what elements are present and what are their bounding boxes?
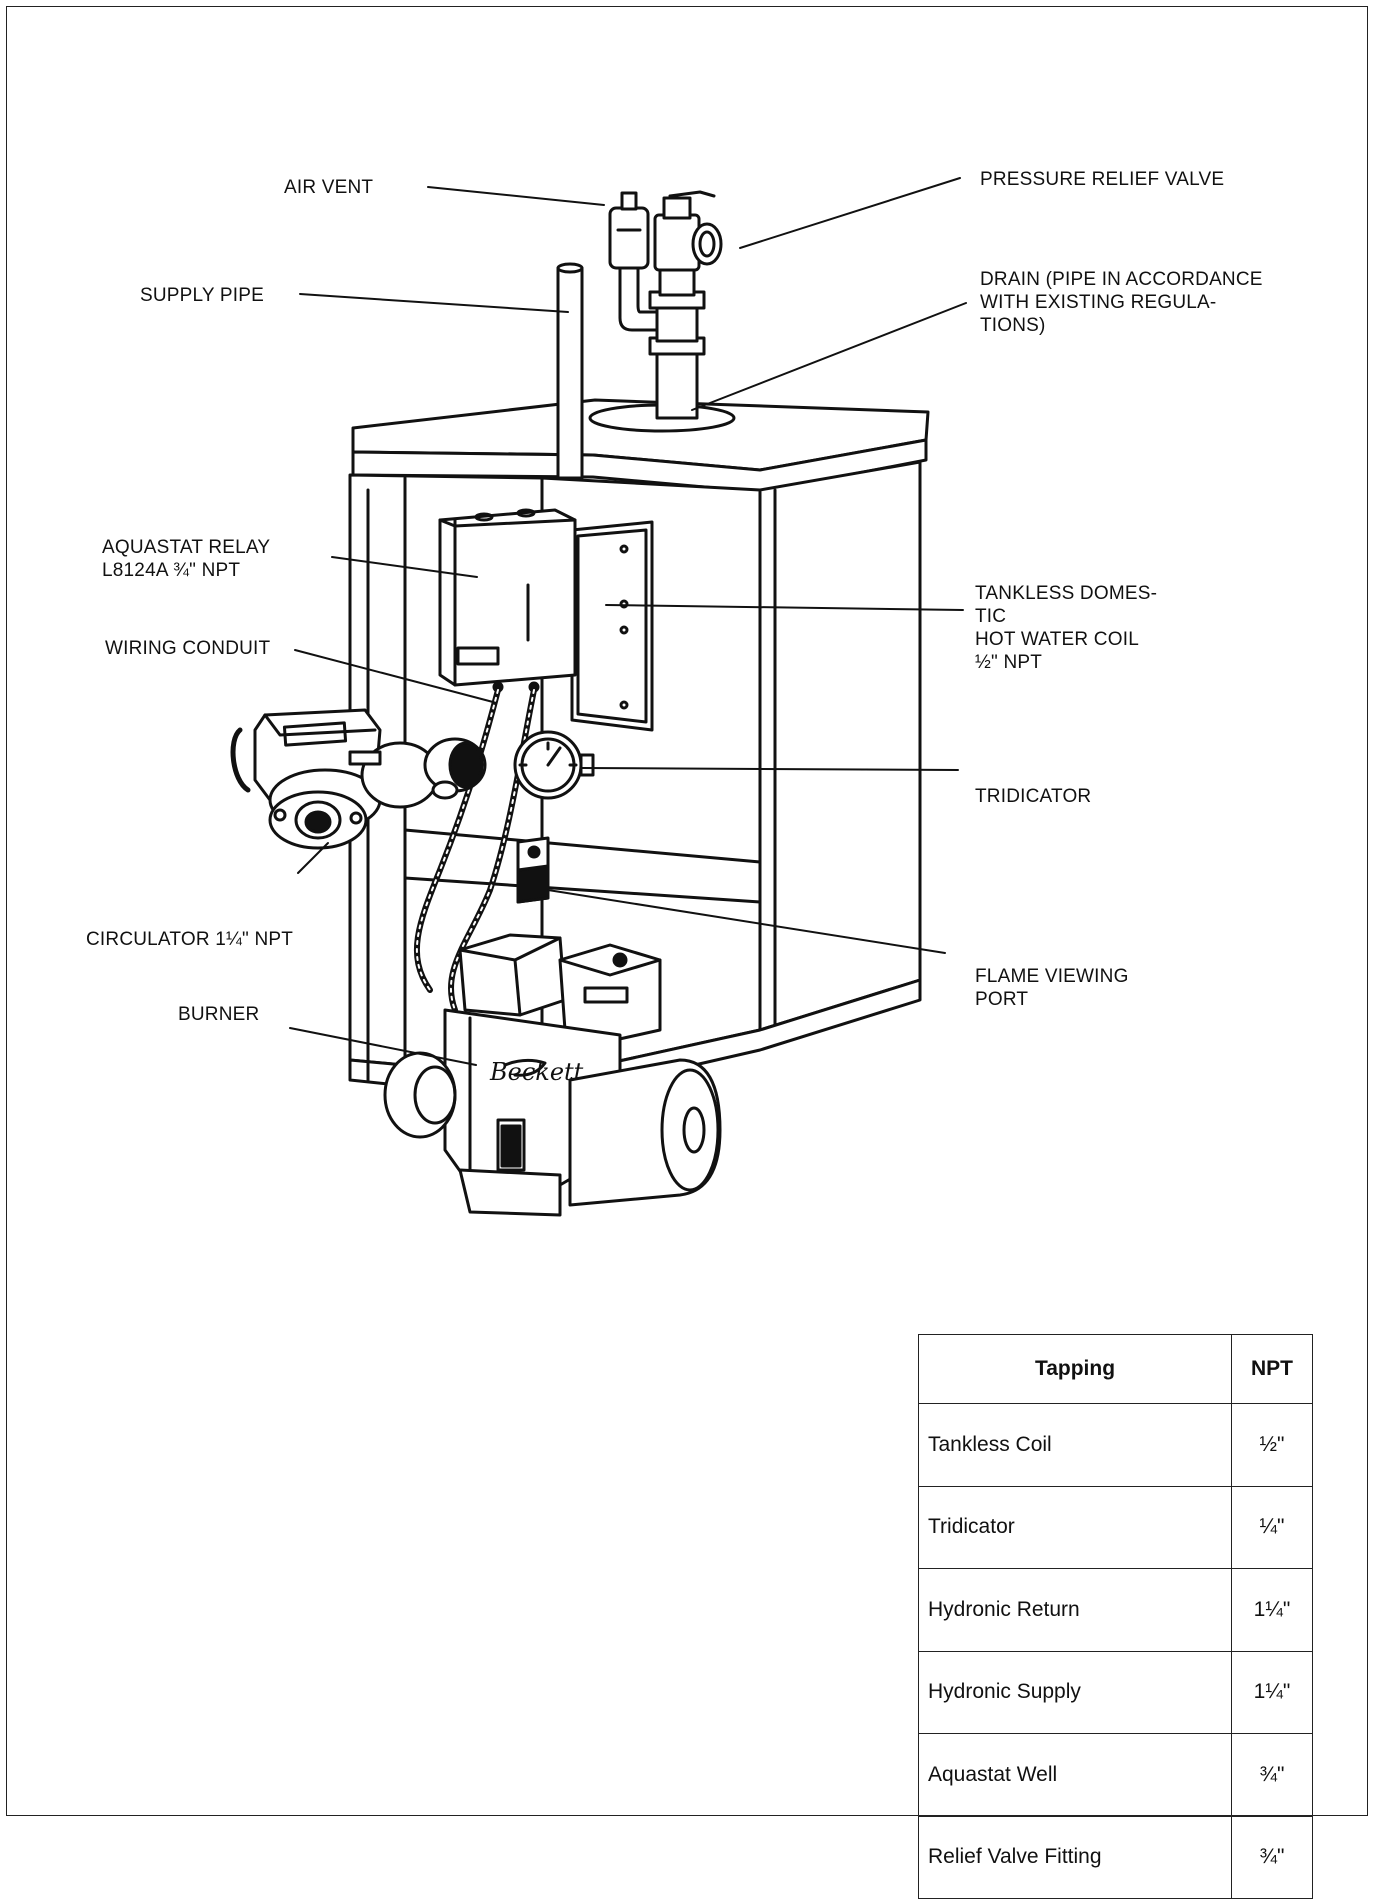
label-pressure-relief-valve: PRESSURE RELIEF VALVE (980, 169, 1225, 190)
relief-valve-assembly (608, 190, 723, 420)
label-circulator: CIRCULATOR 1¼" NPT (86, 929, 294, 950)
tapping-table: Tapping NPT Tankless Coil ½" Tridicator … (918, 1334, 1313, 1899)
tridicator-gauge (513, 730, 595, 800)
leader-tankless-coil (605, 604, 964, 611)
page-border (6, 6, 1368, 1816)
table-row: Tankless Coil ½" (918, 1403, 1313, 1487)
table-row: Tridicator ¼" (918, 1485, 1313, 1569)
label-air-vent: AIR VENT (284, 177, 374, 198)
label-drain: DRAIN (PIPE IN ACCORDANCE WITH EXISTING … (980, 269, 1263, 336)
tapping-cell: Aquastat Well (918, 1733, 1232, 1817)
label-flame-viewing-port: FLAME VIEWING PORT (975, 966, 1129, 1010)
leader-aquastat-relay (331, 556, 478, 578)
label-aquastat-relay: AQUASTAT RELAY L8124A ¾" NPT (102, 537, 271, 581)
label-burner: BURNER (178, 1004, 260, 1025)
column-header-npt: NPT (1231, 1334, 1313, 1404)
leader-drain (691, 302, 967, 411)
supply-pipe (556, 262, 584, 480)
aquastat-relay-box (438, 508, 577, 693)
label-tankless-coil: TANKLESS DOMES- TIC HOT WATER COIL ½" NP… (975, 583, 1158, 673)
tapping-cell: Hydronic Return (918, 1568, 1232, 1652)
tankless-coil-plate (570, 520, 654, 732)
leader-burner (289, 1027, 477, 1066)
npt-cell: ½" (1231, 1403, 1313, 1487)
boiler-illustration: Beckett (230, 177, 967, 1217)
table-row: Hydronic Return 1¼" (918, 1568, 1313, 1652)
label-supply-pipe: SUPPLY PIPE (140, 285, 265, 306)
leader-circulator (297, 842, 329, 874)
table-header-row: Tapping NPT (918, 1334, 1313, 1404)
label-wiring-conduit: WIRING CONDUIT (105, 638, 271, 659)
burner-brand-mark: Beckett (489, 1058, 584, 1086)
table-row: Aquastat Well ¾" (918, 1733, 1313, 1817)
tapping-cell: Hydronic Supply (918, 1650, 1232, 1734)
table-row: Relief Valve Fitting ¾" (918, 1815, 1313, 1899)
npt-cell: ¾" (1231, 1733, 1313, 1817)
table-row: Hydronic Supply 1¼" (918, 1650, 1313, 1734)
leader-flame-viewing-port (547, 889, 946, 954)
leader-lines (289, 177, 967, 1066)
leader-pressure-relief-valve (739, 177, 961, 249)
npt-cell: 1¼" (1231, 1568, 1313, 1652)
tapping-cell: Relief Valve Fitting (918, 1815, 1232, 1899)
npt-cell: ¾" (1231, 1815, 1313, 1899)
oil-burner: Beckett (383, 933, 722, 1217)
leader-air-vent (427, 186, 605, 206)
leader-tridicator (581, 767, 959, 771)
npt-cell: ¼" (1231, 1485, 1313, 1569)
flame-viewing-port (516, 836, 550, 904)
column-header-tapping: Tapping (918, 1334, 1232, 1404)
leader-wiring-conduit (294, 649, 494, 703)
npt-cell: 1¼" (1231, 1650, 1313, 1734)
leader-supply-pipe (299, 293, 569, 313)
label-tridicator: TRIDICATOR (975, 786, 1092, 807)
tapping-cell: Tankless Coil (918, 1403, 1232, 1487)
tapping-cell: Tridicator (918, 1485, 1232, 1569)
circulator-pump (230, 708, 487, 850)
